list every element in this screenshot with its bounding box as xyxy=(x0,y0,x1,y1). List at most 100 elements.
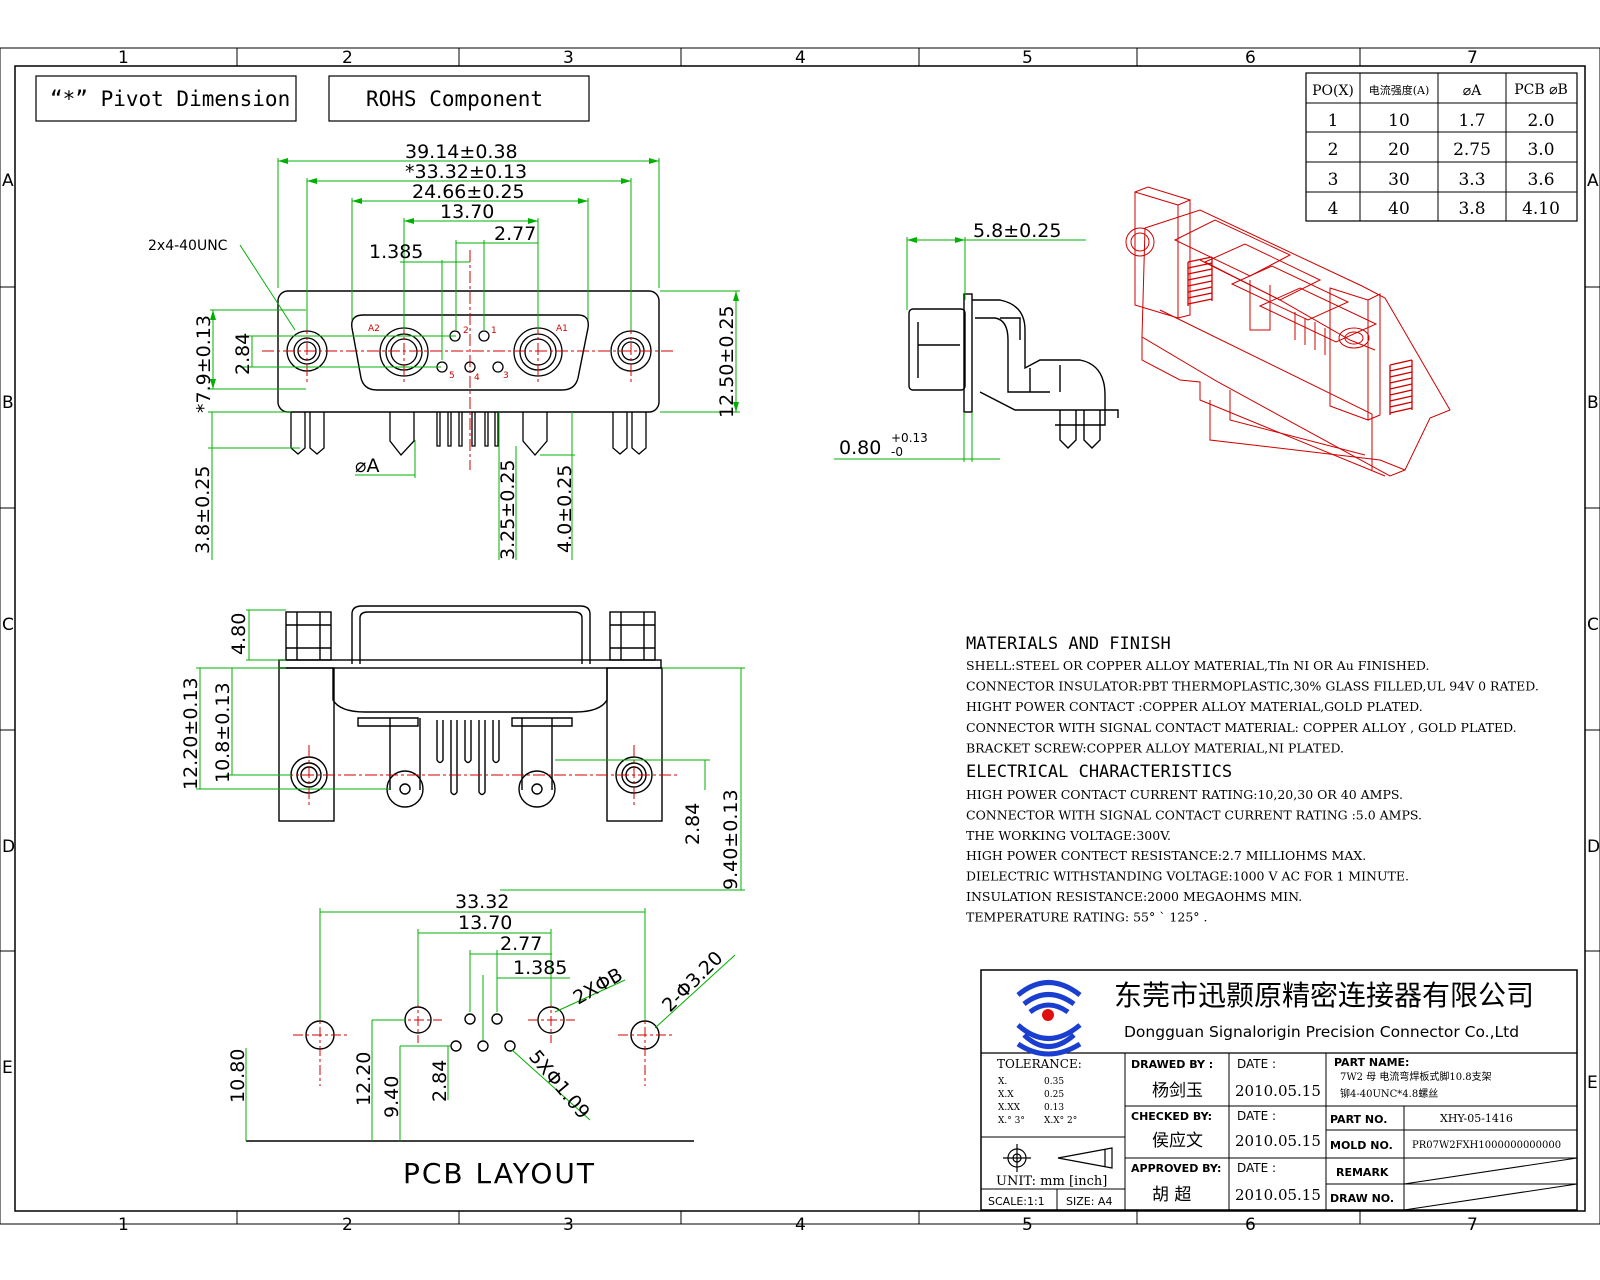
part-name-line-2: 铆4-40UNC*4.8螺丝 xyxy=(1340,1087,1438,1100)
table-cell: 3.6 xyxy=(1527,170,1554,190)
pcb-dim-33-32: 33.32 xyxy=(455,891,509,913)
part-no-label: PART NO. xyxy=(1330,1113,1387,1126)
tolerance-cell: 0.35 xyxy=(1044,1077,1064,1087)
row-letter-c-right: C xyxy=(1587,615,1599,635)
table-cell: 1 xyxy=(1328,111,1339,131)
pivot-dimension-text: “*” Pivot Dimension xyxy=(50,87,290,111)
dim-7-9: *7.9±0.13 xyxy=(193,315,215,413)
table-header-pox: PO(X) xyxy=(1312,83,1354,99)
projection-symbol-icon xyxy=(1003,1144,1113,1172)
row-letter-b-right: B xyxy=(1587,393,1599,413)
table-cell: 2.75 xyxy=(1453,140,1491,160)
dim-33-32: *33.32±0.13 xyxy=(405,161,527,183)
pin-label-a2: A2 xyxy=(368,324,380,334)
electrical-line: CONNECTOR WITH SIGNAL CONTACT CURRENT RA… xyxy=(966,807,1422,822)
materials-line: HIGHT POWER CONTACT :COPPER ALLOY MATERI… xyxy=(966,699,1423,714)
table-header-current: 电流强度(A) xyxy=(1369,83,1430,97)
drawing-frame: 1 2 3 4 5 6 7 1 2 3 4 5 6 7 A B C D E A … xyxy=(0,47,1600,1235)
table-cell: 10 xyxy=(1388,111,1410,131)
dim-2-84-front: 2.84 xyxy=(232,333,254,375)
table-cell: 2 xyxy=(1328,140,1339,160)
dim-12-50: 12.50±0.25 xyxy=(716,305,738,418)
date-label-3: DATE : xyxy=(1237,1161,1276,1175)
col-number-6-bottom: 6 xyxy=(1245,1215,1256,1235)
pcb-dim-12-20: 12.20 xyxy=(353,1052,375,1106)
size-label: SIZE: A4 xyxy=(1066,1195,1112,1208)
row-letter-c-left: C xyxy=(2,615,14,635)
dim-0-80-tol-up: +0.13 xyxy=(891,431,928,445)
col-number-4-top: 4 xyxy=(795,48,806,68)
dim-39-14: 39.14±0.38 xyxy=(405,141,518,163)
electrical-line: DIELECTRIC WITHSTANDING VOLTAGE:1000 V A… xyxy=(966,869,1409,884)
checked-by-label: CHECKED BY: xyxy=(1131,1110,1212,1123)
pcb-dim-hole-b: 2XΦB xyxy=(570,964,627,1010)
dim-24-66: 24.66±0.25 xyxy=(412,181,525,203)
dim-4-80: 4.80 xyxy=(228,613,250,655)
row-letter-e-left: E xyxy=(2,1058,13,1078)
row-letter-b-left: B xyxy=(2,393,14,413)
date-value-3: 2010.05.15 xyxy=(1235,1186,1321,1204)
electrical-line: THE WORKING VOLTAGE:300V. xyxy=(966,828,1171,843)
electrical-line: INSULATION RESISTANCE:2000 MEGAOHMS MIN. xyxy=(966,889,1302,904)
dim-2-77: 2.77 xyxy=(494,223,536,245)
row-letter-d-left: D xyxy=(2,837,15,857)
table-header-pcb-phi-b: PCB ⌀B xyxy=(1514,82,1568,98)
col-number-1-bottom: 1 xyxy=(118,1215,129,1235)
pcb-dim-9-40: 9.40 xyxy=(381,1076,403,1118)
col-number-7-bottom: 7 xyxy=(1467,1215,1478,1235)
company-name-cn: 东莞市迅颢原精密连接器有限公司 xyxy=(1114,979,1534,1012)
rohs-text: ROHS Component xyxy=(366,87,543,111)
isometric-view xyxy=(1125,186,1451,477)
part-name-label: PART NAME: xyxy=(1334,1056,1409,1069)
side-view: 5.8±0.25 0.80 +0.13 -0 xyxy=(834,220,1119,462)
electrical-line: HIGH POWER CONTECT RESISTANCE:2.7 MILLIO… xyxy=(966,848,1366,863)
drawn-by-name: 杨剑玉 xyxy=(1152,1081,1203,1101)
tolerance-cell: 0.25 xyxy=(1044,1090,1064,1100)
col-number-5-bottom: 5 xyxy=(1022,1215,1033,1235)
pcb-layout-title: PCB LAYOUT xyxy=(403,1157,596,1190)
pcb-layout: 33.32 13.70 2.77 1.385 2XΦB 2-Φ3.20 5XΦ1… xyxy=(227,891,736,1190)
approved-by-name: 胡 超 xyxy=(1152,1185,1191,1205)
date-label-2: DATE : xyxy=(1237,1109,1276,1123)
table-cell: 30 xyxy=(1388,170,1410,190)
dim-5-8: 5.8±0.25 xyxy=(973,220,1061,242)
tolerance-cell: X.X° 2° xyxy=(1044,1116,1077,1126)
electrical-line: TEMPERATURE RATING: 55° ` 125° . xyxy=(966,909,1207,924)
pin-label-4: 4 xyxy=(474,373,480,383)
tolerance-cell: X.X xyxy=(998,1090,1014,1100)
dim-0-80: 0.80 xyxy=(839,437,881,459)
title-block: 东莞市迅颢原精密连接器有限公司 Dongguan Signalorigin Pr… xyxy=(980,969,1578,1211)
table-cell: 2.0 xyxy=(1527,111,1554,131)
pcb-dim-1-385: 1.385 xyxy=(513,957,567,979)
pivot-dimension-tag: “*” Pivot Dimension xyxy=(35,75,297,122)
dim-3-8: 3.8±0.25 xyxy=(192,466,214,554)
company-logo xyxy=(1016,980,1082,1057)
col-number-2-top: 2 xyxy=(342,48,353,68)
col-number-6-top: 6 xyxy=(1245,48,1256,68)
table-cell: 4.10 xyxy=(1522,199,1560,219)
materials-line: BRACKET SCREW:COPPER ALLOY MATERIAL,NI P… xyxy=(966,740,1344,755)
table-cell: 3 xyxy=(1328,170,1339,190)
dim-3-25: 3.25±0.25 xyxy=(497,459,519,560)
part-no-value: XHY-05-1416 xyxy=(1440,1112,1513,1125)
pin-label-3: 3 xyxy=(503,371,509,381)
electrical-heading: ELECTRICAL CHARACTERISTICS xyxy=(966,762,1232,782)
dim-12-20-bottom: 12.20±0.13 xyxy=(180,677,202,790)
row-letter-a-right: A xyxy=(1587,171,1599,191)
tolerance-cell: X.° 3° xyxy=(998,1116,1025,1126)
pin-label-1: 1 xyxy=(491,326,497,336)
materials-line: CONNECTOR WITH SIGNAL CONTACT MATERIAL: … xyxy=(966,720,1517,735)
col-number-3-bottom: 3 xyxy=(563,1215,574,1235)
pcb-dim-2-77: 2.77 xyxy=(500,933,542,955)
table-cell: 3.8 xyxy=(1458,199,1485,219)
part-name-line-1: 7W2 母 电流弯焊板式脚10.8支架 xyxy=(1340,1070,1492,1083)
tolerance-label: TOLERANCE: xyxy=(997,1057,1082,1071)
col-number-5-top: 5 xyxy=(1022,48,1033,68)
table-cell: 20 xyxy=(1388,140,1410,160)
table-cell: 3.3 xyxy=(1458,170,1485,190)
pin-label-2: 2 xyxy=(463,326,469,336)
dim-13-70: 13.70 xyxy=(440,201,494,223)
col-number-1-top: 1 xyxy=(118,48,129,68)
checked-by-name: 侯应文 xyxy=(1152,1131,1203,1151)
